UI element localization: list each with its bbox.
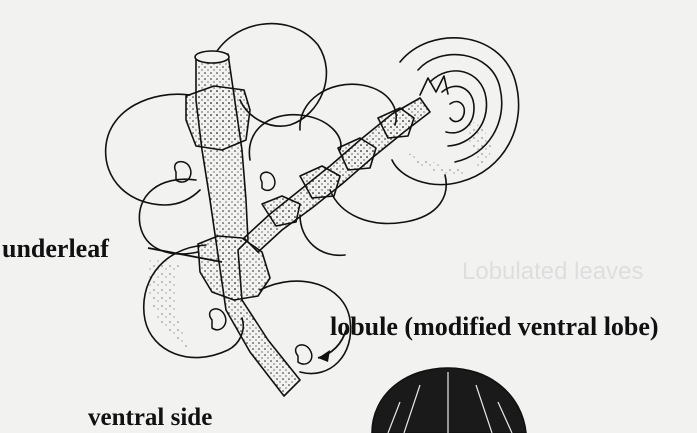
leaf-right-bottom xyxy=(300,215,345,255)
apex-ring-5 xyxy=(450,102,464,122)
leaf-right-mid-2 xyxy=(249,115,341,160)
leaf-right-lower xyxy=(330,175,446,223)
stem-cut-top xyxy=(195,51,229,63)
underleaf-label: underleaf xyxy=(2,236,109,262)
lobule-4 xyxy=(261,172,275,190)
leaf-middle-left xyxy=(139,179,198,254)
specimen-bottom-outline xyxy=(372,368,526,433)
lobule-2 xyxy=(210,309,226,330)
ventral-side-label: ventral side xyxy=(88,405,212,430)
lobule-3 xyxy=(296,345,312,364)
apex-ring-4 xyxy=(442,86,474,133)
lobule-label: lobule (modified ventral lobe) xyxy=(330,314,659,340)
underleaf-upper xyxy=(186,86,250,150)
lobule-arrowhead xyxy=(318,350,330,362)
